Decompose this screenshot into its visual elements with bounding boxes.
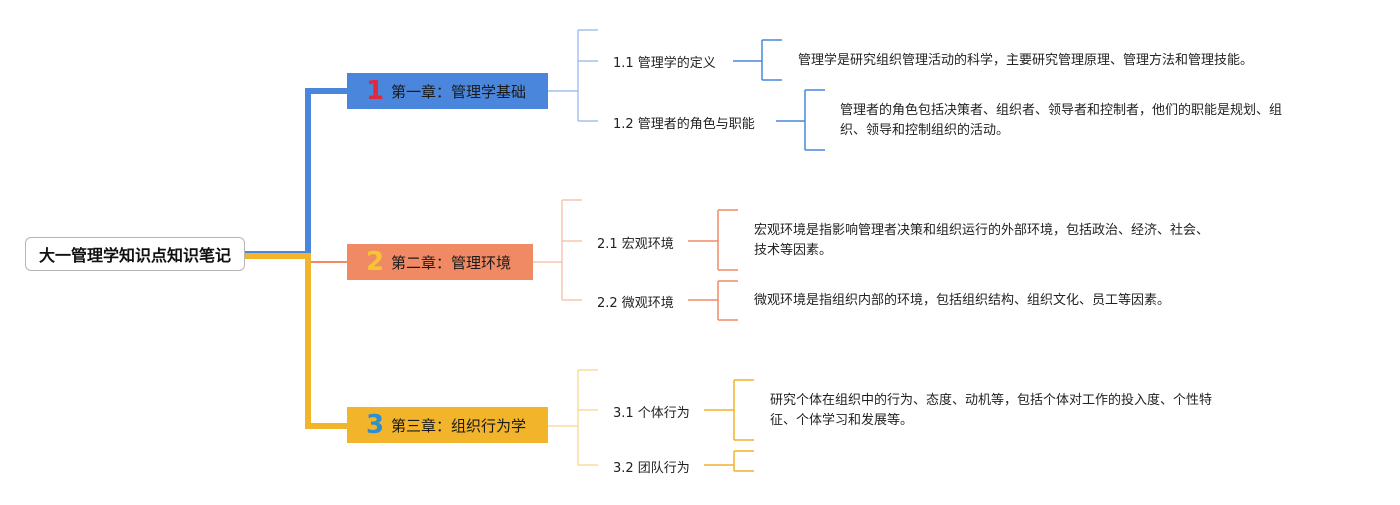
connector-s12-note — [776, 89, 825, 151]
connector-s22-note — [688, 280, 738, 321]
chapter-1-title: 第一章：管理学基础 — [391, 82, 527, 101]
connector-s11-note — [733, 39, 782, 81]
note-2-1[interactable]: 宏观环境是指影响管理者决策和组织运行的外部环境，包括政治、经济、社会、 技术等因… — [754, 221, 1254, 261]
number-2-icon: 2 — [365, 247, 385, 277]
connector-s32-note — [704, 450, 754, 472]
connector-root-ch3 — [245, 253, 348, 429]
section-3-2[interactable]: 3.2 团队行为 — [613, 461, 690, 476]
note-3-1[interactable]: 研究个体在组织中的行为、态度、动机等，包括个体对工作的投入度、个性特 征、个体学… — [770, 391, 1260, 431]
root-topic[interactable]: 大一管理学知识点知识笔记 — [25, 237, 245, 271]
note-line: 征、个体学习和发展等。 — [770, 413, 914, 428]
section-1-2[interactable]: 1.2 管理者的角色与职能 — [613, 117, 755, 132]
chapter-3-node[interactable]: 3 第三章：组织行为学 — [347, 407, 548, 443]
number-3-icon: 3 — [365, 410, 385, 440]
note-line: 织、领导和控制组织的活动。 — [840, 123, 1010, 138]
chapter-1-node[interactable]: 1 第一章：管理学基础 — [347, 73, 548, 109]
note-line: 管理者的角色包括决策者、组织者、领导者和控制者，他们的职能是规划、组 — [840, 103, 1283, 118]
connector-ch1-sections — [548, 29, 598, 122]
connector-ch2-sections — [533, 199, 582, 301]
connector-root-ch1 — [245, 88, 348, 257]
note-line: 研究个体在组织中的行为、态度、动机等，包括个体对工作的投入度、个性特 — [770, 393, 1213, 408]
connector-s31-note — [704, 379, 754, 441]
section-3-1[interactable]: 3.1 个体行为 — [613, 406, 690, 421]
note-2-2[interactable]: 微观环境是指组织内部的环境，包括组织结构、组织文化、员工等因素。 — [754, 293, 1171, 308]
section-2-1[interactable]: 2.1 宏观环境 — [597, 237, 674, 252]
number-1-icon: 1 — [365, 76, 385, 106]
connector-s21-note — [688, 209, 738, 271]
chapter-3-title: 第三章：组织行为学 — [391, 416, 527, 435]
section-2-2[interactable]: 2.2 微观环境 — [597, 296, 674, 311]
chapter-2-node[interactable]: 2 第二章：管理环境 — [347, 244, 533, 280]
chapter-2-title: 第二章：管理环境 — [391, 253, 512, 272]
connector-ch3-sections — [548, 369, 598, 466]
note-line: 技术等因素。 — [754, 243, 833, 258]
section-1-1[interactable]: 1.1 管理学的定义 — [613, 56, 716, 71]
note-1-2[interactable]: 管理者的角色包括决策者、组织者、领导者和控制者，他们的职能是规划、组 织、领导和… — [840, 101, 1320, 141]
note-line: 宏观环境是指影响管理者决策和组织运行的外部环境，包括政治、经济、社会、 — [754, 223, 1210, 238]
note-1-1[interactable]: 管理学是研究组织管理活动的科学，主要研究管理原理、管理方法和管理技能。 — [798, 53, 1254, 68]
